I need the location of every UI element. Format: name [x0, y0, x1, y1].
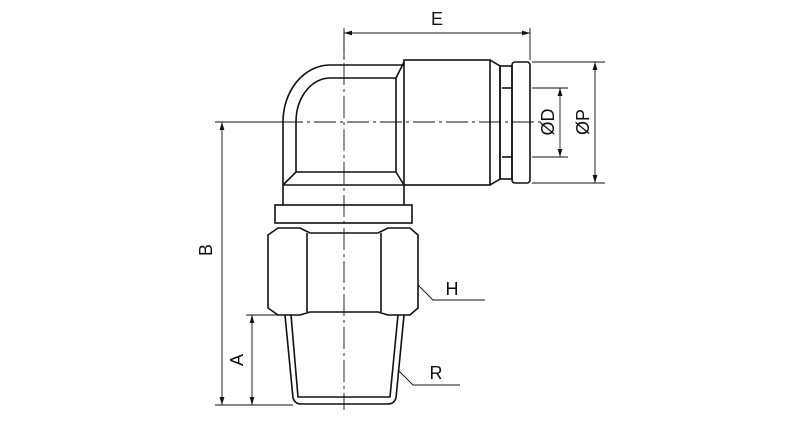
dimension-a: A — [227, 314, 285, 405]
elbow-body — [282, 61, 405, 205]
dimension-p-label: ØP — [573, 109, 593, 135]
dimension-d-label: ØD — [538, 108, 558, 135]
leader-r-label: R — [430, 363, 443, 383]
dimension-p: ØP — [532, 61, 605, 184]
taper-thread — [284, 314, 405, 405]
push-in-collar — [403, 59, 531, 186]
dimension-e: E — [343, 9, 531, 60]
dimension-d: ØD — [532, 87, 568, 158]
dimension-e-label: E — [431, 9, 443, 29]
dimension-a-label: A — [227, 354, 247, 366]
swivel-ring — [274, 204, 413, 224]
dimension-b-label: B — [196, 244, 216, 256]
leader-h-label: H — [446, 279, 459, 299]
dimension-b: B — [196, 121, 293, 406]
hex-nut — [267, 227, 419, 316]
leader-r: R — [397, 363, 460, 386]
leader-h: H — [417, 279, 485, 301]
